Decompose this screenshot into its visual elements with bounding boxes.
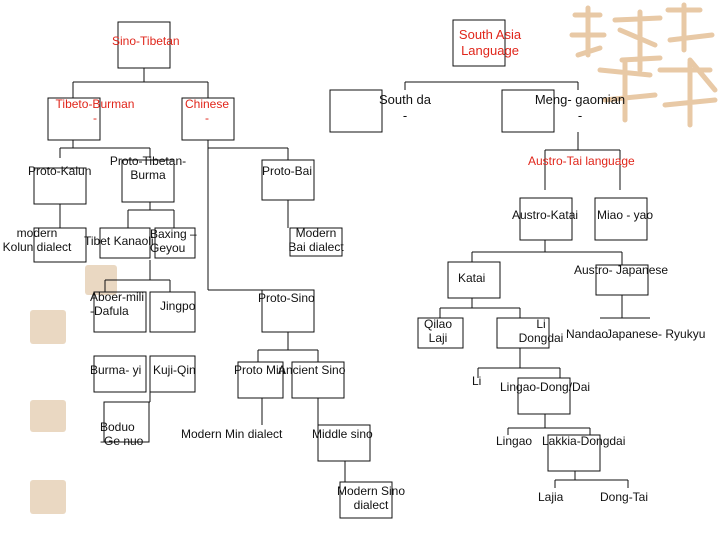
node-lajia: Lajia (538, 490, 564, 504)
node-aboer-mili: Aboer-mili -Dafula (90, 290, 145, 318)
node-kuji-qin: Kuji-Qin (153, 363, 196, 377)
node-qilao-laji: Qilao Laji (423, 317, 452, 345)
node-lingao: Lingao (496, 434, 533, 448)
node-sino-tibetan: Sino-Tibetan (112, 34, 180, 48)
node-proto-kalun: Proto-Kalun (28, 164, 92, 178)
node-chinese: Chinese - (184, 97, 230, 125)
calligraphy-decoration (569, 2, 718, 128)
node-li: Li (472, 374, 482, 388)
node-dong-tai: Dong-Tai (600, 490, 649, 504)
node-burma-yi: Burma- yi (90, 363, 142, 377)
node-south-da: South da - (378, 92, 432, 123)
node-proto-tibetan-burma: Proto-Tibetan- Burma (109, 154, 187, 182)
node-katai: Katai (458, 271, 486, 285)
node-modern-sino: Modern Sino dialect (336, 484, 406, 512)
node-lakkia-dongdai: Lakkia-Dongdai (542, 434, 626, 448)
node-proto-sino: Proto-Sino (258, 291, 315, 305)
node-japanese-ryukyu: Japanese- Ryukyu (606, 327, 706, 341)
node-austro-tai: Austro-Tai language (528, 154, 635, 168)
connector-lines (33, 19, 650, 519)
node-austro-katai: Austro-Katai (512, 208, 579, 222)
node-tibeto-burman: Tibeto-Burman - (55, 97, 135, 125)
node-meng-gaomian: Meng- gaomian - (534, 92, 626, 123)
node-proto-bai: Proto-Bai (262, 164, 313, 178)
seal-stamp-decoration (30, 265, 117, 514)
node-boduo-ge-nuo: Boduo -Ge nuo (100, 420, 144, 448)
node-ancient-sino: Ancient Sino (278, 363, 346, 377)
node-austro-japanese: Austro- Japanese (574, 263, 669, 277)
node-baxing-geyou: Baxing – Geyou (150, 227, 197, 255)
node-middle-sino: Middle sino (312, 427, 373, 441)
node-proto-min: Proto Min (234, 363, 286, 377)
node-tibet-kanaoli: Tibet Kanaoli (84, 234, 154, 248)
node-jingpo: Jingpo (160, 299, 196, 313)
node-miao-yao: Miao - yao (597, 208, 654, 222)
node-lingao-dong-dai: Lingao-Dong/Dai (500, 380, 591, 394)
node-nandao: Nandao (566, 327, 609, 341)
node-modern-bai: Modern Bai dialect (288, 226, 344, 254)
node-li-dongdai: Li Dongdai (518, 317, 564, 345)
node-south-asia-language: South Asia Language (458, 27, 522, 58)
node-modern-min: Modern Min dialect (181, 427, 283, 441)
node-modern-kolun: modern Kolun dialect (2, 226, 72, 254)
